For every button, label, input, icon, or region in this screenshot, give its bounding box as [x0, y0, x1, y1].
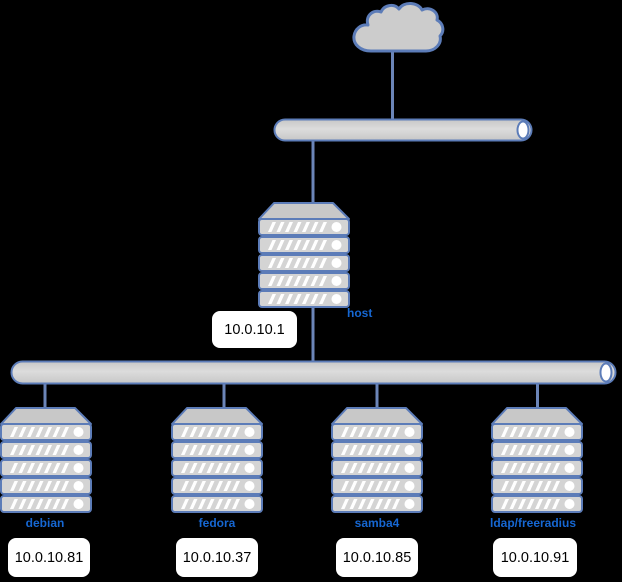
- samba4-ip-box: 10.0.10.85: [336, 538, 418, 577]
- fedora-label: fedora: [198, 516, 236, 530]
- fedora-ip-box: 10.0.10.37: [176, 538, 258, 577]
- debian-label: debian: [25, 516, 65, 530]
- host-server-icon: [259, 203, 349, 307]
- ldap-ip-box: 10.0.10.91: [493, 538, 577, 577]
- pipe-opening: [599, 362, 613, 383]
- samba4-label: samba4: [354, 516, 400, 530]
- ldap-label: ldap/freeradius: [489, 516, 577, 530]
- ldap-server-icon: [492, 408, 582, 512]
- host-label: host: [347, 306, 373, 320]
- lower-bus-segment: [10, 360, 617, 385]
- debian-ip-box: 10.0.10.81: [8, 538, 90, 577]
- cloud-icon: [352, 2, 445, 53]
- samba4-server-icon: [332, 408, 422, 512]
- pipe-opening: [516, 120, 530, 140]
- fedora-server-icon: [172, 408, 262, 512]
- debian-server-icon: [1, 408, 91, 512]
- upper-bus-segment: [273, 118, 533, 142]
- host-ip-box: 10.0.10.1: [212, 311, 297, 348]
